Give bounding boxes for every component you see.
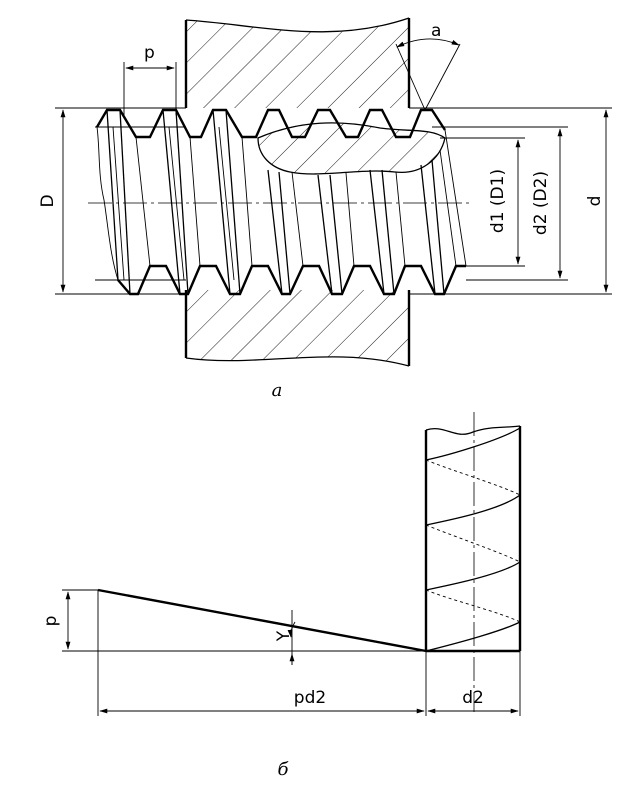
helix-front <box>425 427 521 652</box>
label-angle-a: a <box>431 21 441 41</box>
label-pd2: pd2 <box>294 688 326 708</box>
label-d1: d1 (D1) <box>488 169 508 233</box>
label-d2: d2 (D2) <box>531 171 551 235</box>
helix-triangle-hypotenuse <box>97 588 427 653</box>
label-angle-b: Y <box>274 630 294 642</box>
caption-b: б <box>278 759 290 780</box>
helix-back <box>425 459 521 623</box>
nut-top-section <box>186 18 409 108</box>
label-D: D <box>38 194 58 207</box>
dim-angle-b <box>287 621 296 638</box>
thread-profile-top <box>95 108 447 139</box>
dim-angle <box>396 38 460 48</box>
nut-bottom-section <box>186 290 409 366</box>
figure-b: p Y pd2 d2 б <box>41 412 522 780</box>
label-pitch-a: p <box>144 43 155 63</box>
label-pitch-b: p <box>41 616 61 627</box>
label-d: d <box>585 196 605 207</box>
label-d2-b: d2 <box>462 688 484 708</box>
thread-helix-lines <box>106 109 457 295</box>
figure-a: p a D d1 (D1) d2 (D2) d a <box>38 17 612 401</box>
caption-a: a <box>272 380 283 401</box>
